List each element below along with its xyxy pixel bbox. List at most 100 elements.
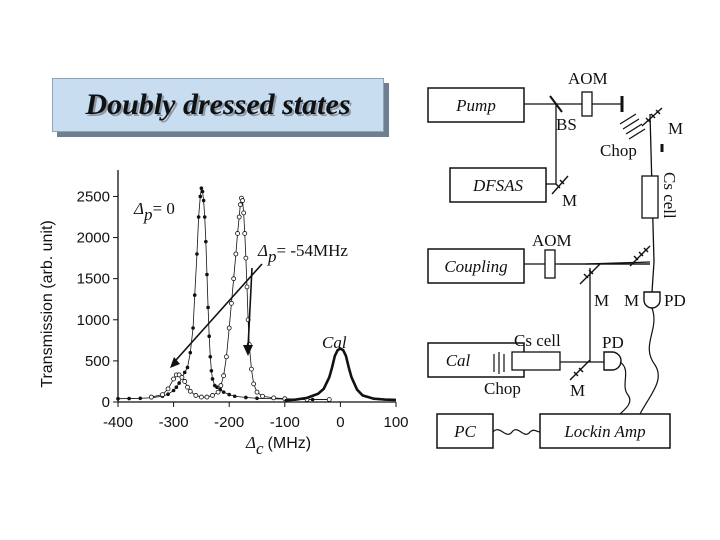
pc-box: [436, 413, 494, 449]
pd-bottom: [603, 351, 622, 371]
series-0-point: [200, 189, 205, 194]
series-1-point: [242, 231, 248, 236]
aom-top-label: AOM: [568, 69, 608, 88]
cs-cell-bottom-label: Cs cell: [514, 331, 561, 350]
series-1-point: [240, 198, 245, 203]
annotation-dp-54: Δp= -54MHz: [257, 241, 348, 266]
series-0-point: [116, 396, 120, 401]
chop-top-label: Chop: [600, 141, 637, 160]
pd-right-cable: [639, 307, 659, 415]
mirror-right: [629, 245, 651, 267]
series-1-point: [171, 376, 177, 382]
pump-label: Pump: [455, 96, 496, 115]
mirror-coupling: [579, 263, 601, 285]
m-right-label: M: [624, 291, 639, 310]
series-0-point: [195, 252, 199, 256]
aom-mid-label: AOM: [532, 231, 572, 250]
lockin-amp-label: Lockin Amp: [563, 422, 645, 441]
series-1-point: [148, 394, 154, 400]
series-1-point: [237, 202, 243, 208]
series-0-point: [196, 215, 201, 219]
x-tick-label: -200: [214, 414, 244, 431]
chart-series: [116, 186, 397, 402]
series-0-point: [192, 293, 197, 297]
pd-right: [643, 291, 661, 309]
series-1-point: [182, 379, 188, 384]
series-0-point: [206, 305, 210, 310]
series-0-point: [244, 395, 248, 400]
series-0-line: [117, 188, 330, 400]
series-0-point: [201, 198, 206, 203]
title-banner: Doubly dressed states: [52, 78, 384, 132]
m-dfsas-label: M: [562, 191, 577, 210]
series-1-point: [185, 384, 190, 390]
series-1-point: [243, 255, 249, 261]
mirror-bottom: [569, 359, 591, 381]
series-1-point: [224, 354, 229, 360]
arrow-dp54-short: [247, 267, 253, 349]
y-axis-label: Transmission (arb. unit): [39, 220, 56, 387]
series-1-point: [221, 373, 227, 379]
y-tick-label: 0: [102, 394, 110, 411]
chop-bottom-label: Chop: [484, 379, 521, 398]
annotation-dp-zero: Δp= 0: [133, 199, 175, 224]
lockin-amp-box: [539, 413, 671, 449]
series-0-point: [127, 396, 131, 401]
x-axis-label: Δc(MHz): [245, 433, 311, 458]
pd-right-label: PD: [664, 291, 686, 310]
series-1-point: [271, 395, 277, 401]
series-0-point: [207, 334, 211, 339]
series-0-point: [221, 390, 226, 394]
series-1-point: [218, 383, 224, 388]
bs-label: BS: [556, 115, 577, 134]
series-0-point: [174, 385, 179, 390]
series-0-point: [199, 186, 204, 191]
x-tick-label: 100: [383, 414, 408, 431]
series-0-point: [209, 368, 214, 373]
y-tick-label: 2000: [77, 230, 110, 247]
slide-title: Doubly dressed states: [85, 88, 351, 121]
annotation-cal: Cal: [322, 333, 347, 352]
coupling-laser-box: [427, 248, 525, 284]
y-tick-label: 500: [85, 353, 110, 370]
series-1-point: [241, 210, 247, 216]
series-0-point: [202, 215, 207, 219]
dfsas-label: DFSAS: [472, 176, 524, 195]
series-1-point: [179, 374, 185, 380]
dfsas-box: [449, 167, 547, 203]
series-0-point: [191, 326, 195, 330]
series-0-point: [232, 394, 237, 399]
series-0-point: [210, 377, 215, 381]
series-1-point: [215, 389, 221, 395]
series-0-point: [255, 396, 259, 401]
pd-bottom-cable: [619, 361, 631, 415]
chart-axes: [117, 170, 396, 403]
arrow-dp54-long-head: [170, 357, 180, 368]
pump-laser-box: [427, 87, 525, 123]
x-tick-label: -300: [159, 414, 189, 431]
x-tick-label: -400: [103, 414, 133, 431]
series-0-point: [166, 392, 170, 396]
series-0-point: [198, 194, 203, 199]
series-0-point: [182, 370, 187, 375]
series-0-point: [208, 354, 213, 359]
series-2-line: [284, 347, 397, 402]
series-1-point: [233, 251, 239, 257]
series-1-point: [193, 393, 199, 398]
cal-laser-box: [427, 342, 525, 378]
chopper-top: [619, 113, 646, 140]
series-0-point: [188, 350, 193, 355]
series-1-point: [226, 325, 232, 331]
series-0-point: [205, 272, 209, 277]
series-0-point: [204, 239, 208, 244]
pc-lockin-cable: [492, 429, 541, 435]
series-0-point: [227, 392, 231, 397]
series-1-point: [198, 394, 204, 400]
chopper-bottom: [493, 352, 505, 374]
cs-cell-vertical: [641, 175, 659, 219]
arrow-dp54-short-head: [243, 345, 253, 356]
series-0-point: [215, 385, 219, 390]
